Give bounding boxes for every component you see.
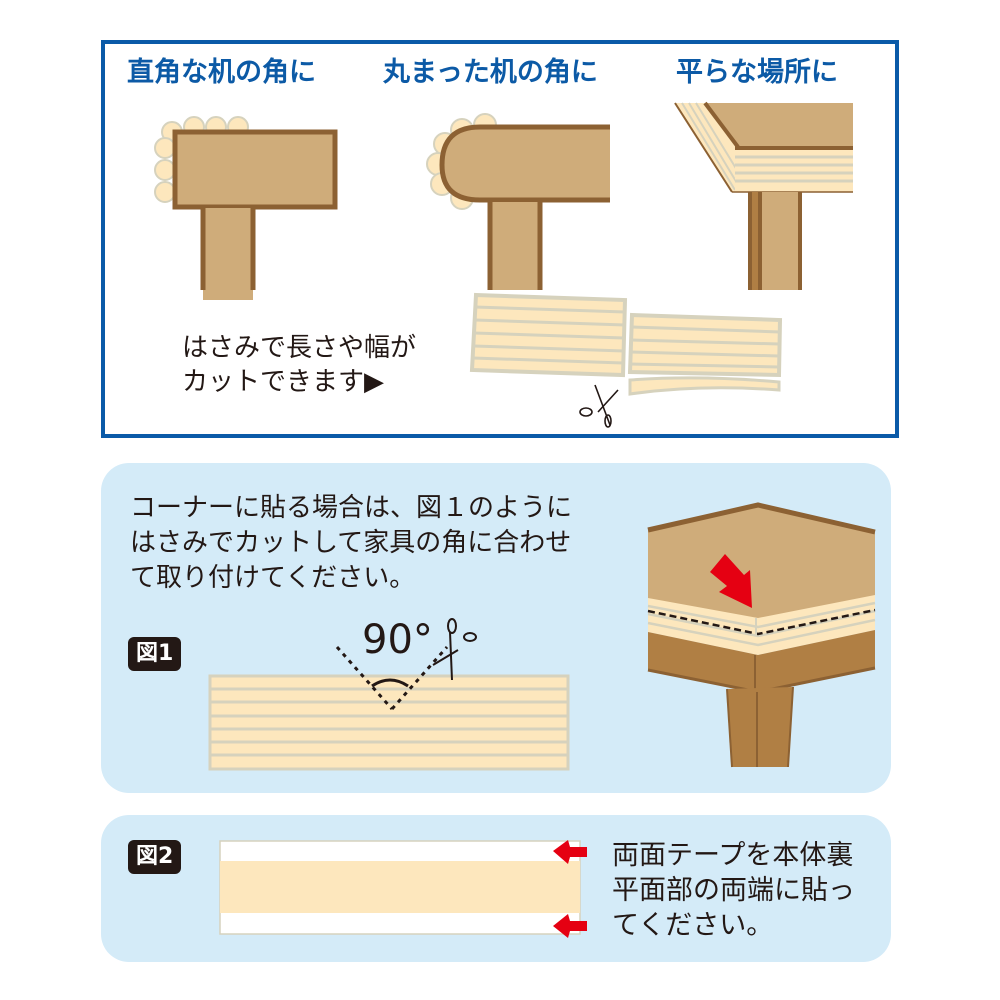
strip-right xyxy=(627,312,783,396)
cut-note-line1: はさみで長さや幅が xyxy=(182,333,417,363)
heading-rounded-corner: 丸まった机の角に xyxy=(383,57,598,88)
red-arrow-icon xyxy=(710,554,752,608)
cut-strips-illustration xyxy=(469,292,783,428)
red-arrow-icon xyxy=(553,840,587,864)
corner-instruction-line2: はさみでカットして家具の角に合わせ xyxy=(130,528,572,558)
rounded-corner-table-illustration xyxy=(426,113,610,290)
figure-2-label: 図2 xyxy=(128,840,182,874)
tape-instruction-line2: 平面部の両端に貼っ xyxy=(612,875,855,906)
corner-instruction-line3: て取り付けてください。 xyxy=(130,563,416,593)
figure-1-label: 図1 xyxy=(128,637,182,671)
cut-note-line2: カットできます▶ xyxy=(182,367,384,397)
square-corner-table-illustration xyxy=(154,116,338,300)
scissors-icon xyxy=(579,384,619,428)
corner-instruction-line1: コーナーに貼る場合は、図１のように xyxy=(130,493,573,523)
tape-instruction-line1: 両面テープを本体裏 xyxy=(612,840,854,871)
corner-table-3d-illustration xyxy=(647,502,876,768)
figure-1-strip-diagram xyxy=(208,618,570,771)
tape-instruction-line3: てください。 xyxy=(612,910,774,941)
scissors-icon xyxy=(432,618,477,681)
strip-left xyxy=(469,292,628,378)
flat-surface-table-illustration xyxy=(674,101,853,290)
heading-flat-surface: 平らな場所に xyxy=(676,57,838,88)
dashed-guide-line xyxy=(647,608,876,636)
red-arrow-icon xyxy=(553,914,587,938)
figure-2-tape-diagram xyxy=(219,840,587,938)
angle-label: 90° xyxy=(362,617,433,663)
heading-square-corner: 直角な机の角に xyxy=(127,57,316,88)
